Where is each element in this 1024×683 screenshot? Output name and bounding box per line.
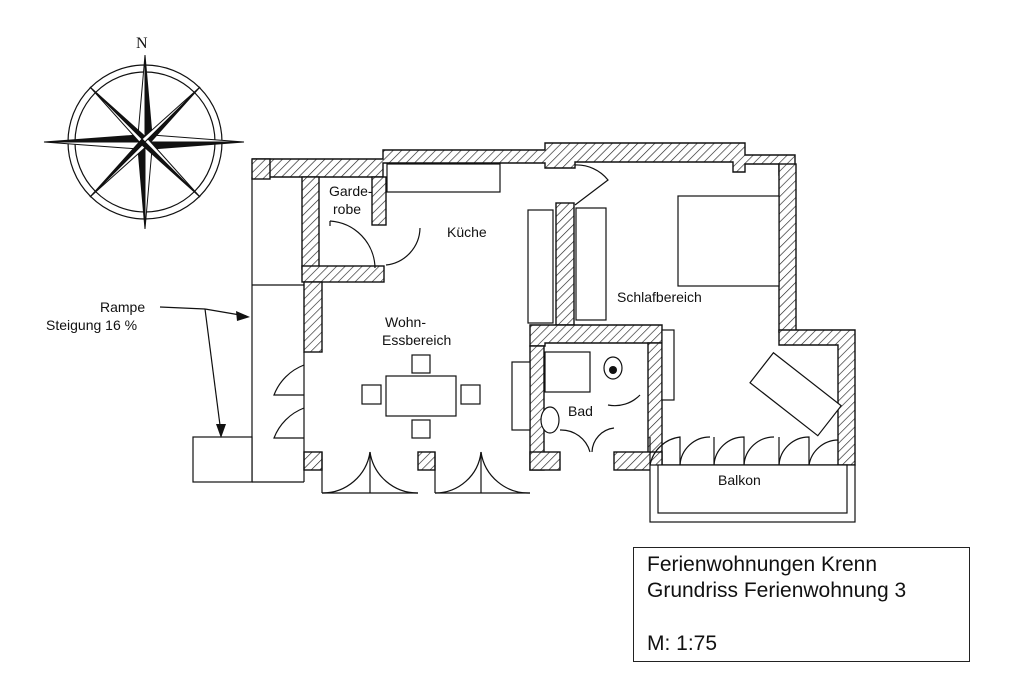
kitchen-counter [386,163,501,193]
room-label-schlafbereich: Schlafbereich [617,289,702,305]
balcony [649,464,856,523]
title-drawing: Grundriss Ferienwohnung 3 [647,579,907,602]
side-table [511,361,531,431]
furniture [361,163,843,439]
shower [544,351,591,393]
ramp-area [159,177,305,483]
room-label-garderobe-2: robe [333,201,361,217]
chair [361,384,382,405]
chair [411,354,431,374]
bed [677,195,780,287]
ramp-slope-label: Steigung 16 % [46,317,137,333]
wardrobe [575,207,607,321]
title-block: Ferienwohnungen Krenn Grundriss Ferienwo… [633,547,970,662]
room-label-balkon: Balkon [718,472,761,488]
ramp-label: Rampe [100,299,145,315]
chair [411,419,431,439]
compass-north-label: N [136,35,148,52]
doors [321,164,839,494]
bed-side-cabinet [527,209,554,324]
lounger [749,351,843,437]
room-label-wohn-2: Essbereich [382,332,451,348]
title-scale: M: 1:75 [647,632,718,655]
bath-niche [661,329,675,401]
room-label-kueche: Küche [447,224,487,240]
room-label-bad: Bad [568,403,593,419]
dining-table [385,375,457,417]
chair [460,384,481,405]
toilet [540,406,560,434]
compass-rose: N [43,35,245,230]
title-project: Ferienwohnungen Krenn [647,553,877,576]
room-label-garderobe-1: Garde- [329,183,373,199]
room-label-wohn-1: Wohn- [385,314,426,330]
